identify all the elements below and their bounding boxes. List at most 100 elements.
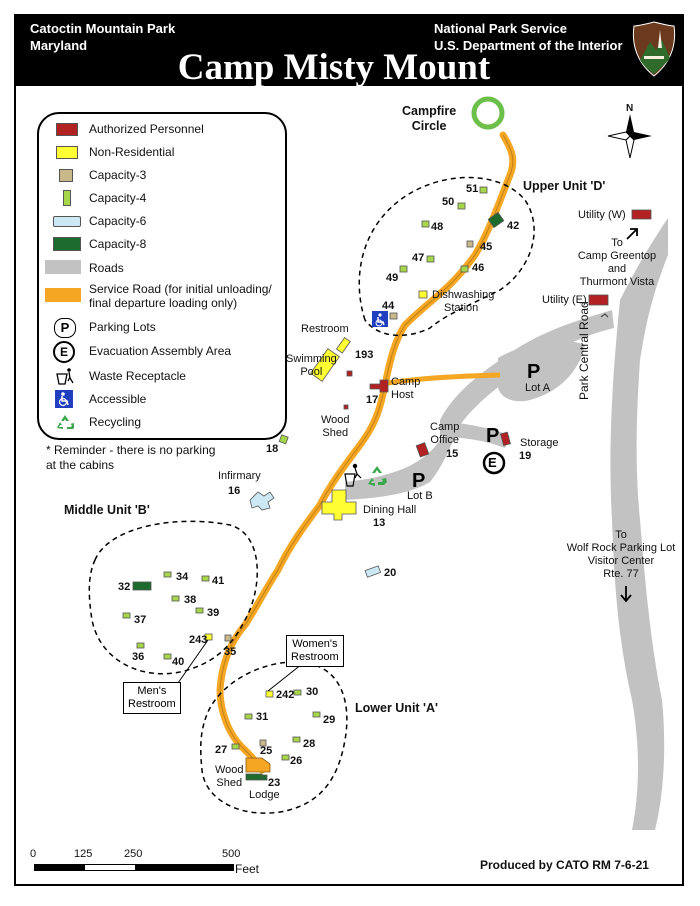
dishwashing-line1: Dishwashing — [432, 289, 495, 301]
red-rect-icon — [56, 123, 78, 136]
upper-unit-boundary — [358, 176, 535, 337]
yellow-rect-icon — [56, 146, 78, 159]
cabin-number: 34 — [176, 571, 189, 583]
lot-a-label: Lot A — [525, 382, 551, 394]
camp-office-label: Camp Office — [430, 421, 459, 447]
swimming-pool — [310, 348, 340, 382]
nps-arrowhead-logo — [632, 21, 676, 77]
legend-label: Capacity-3 — [89, 168, 147, 182]
cabin-number: 28 — [303, 738, 316, 750]
cabin-number: 36 — [132, 651, 145, 663]
dark-green-rect-icon — [53, 237, 81, 251]
green-narrow-rect-icon — [63, 190, 71, 206]
cabin-18 — [278, 434, 289, 445]
lot-a-area — [497, 340, 585, 402]
utility-e-building — [588, 294, 609, 306]
unit-boundaries — [88, 176, 535, 814]
wood-shed-lower-line2: Shed — [216, 777, 243, 789]
womens-restroom-line1: Women's — [292, 638, 338, 650]
legend-label: Recycling — [89, 415, 142, 429]
infirmary-label: Infirmary — [218, 470, 261, 482]
scale-segment — [35, 865, 85, 870]
arrow-to-wolf-rock — [620, 586, 632, 603]
legend-label: Waste Receptacle — [89, 369, 186, 383]
cabin-number: 37 — [134, 614, 147, 626]
storage-label: Storage — [520, 437, 559, 449]
wolf-rock-line4: Rte. 77 — [603, 568, 639, 580]
cabin-50 — [457, 202, 466, 210]
recycle-icon — [57, 415, 74, 429]
map-title: Camp Misty Mount — [177, 47, 491, 88]
pool-line1: Swimming — [286, 353, 337, 365]
legend-note-line1: * Reminder - there is no parking — [46, 443, 216, 457]
middle-unit-boundary — [88, 520, 258, 675]
restroom-193 — [335, 336, 351, 354]
evacuation-icon: E — [53, 341, 75, 363]
cabin-number: 48 — [431, 221, 444, 233]
cabin-number: 47 — [412, 252, 425, 264]
scale-segment — [135, 865, 233, 870]
service-road-outline — [219, 134, 514, 771]
gate-mark — [600, 313, 609, 318]
womens-restroom-leader — [267, 663, 303, 692]
cabin-number: 44 — [382, 300, 395, 312]
cabin-39 — [195, 607, 204, 614]
lot-b-road — [345, 428, 458, 500]
camp-host-line2: Host — [391, 389, 414, 401]
wood-shed-upper-label: Wood Shed — [321, 414, 350, 440]
park-name: Catoctin Mountain Park Maryland — [30, 20, 175, 54]
legend-label: Capacity-4 — [89, 191, 147, 205]
cabin-number: 13 — [373, 517, 386, 529]
legend-item-authorized: Authorized Personnel — [39, 120, 279, 140]
cabin-number: 35 — [224, 646, 237, 658]
trash-icon — [344, 463, 362, 487]
camp-host-line1: Camp — [391, 376, 421, 388]
dishwashing-label: Dishwashing Station — [432, 289, 494, 315]
lodge-label: Lodge — [249, 789, 280, 801]
camp-host — [369, 379, 389, 393]
cabin-number: 26 — [290, 755, 303, 767]
campfire-circle-ring — [471, 96, 505, 130]
wolf-rock-line3: Visitor Center — [587, 555, 655, 567]
cabin-44 — [389, 312, 398, 320]
legend-item-service-road: Service Road (for initial unloading/ fin… — [39, 280, 279, 314]
cabin-38 — [171, 595, 180, 602]
cabin-number: 41 — [212, 575, 225, 587]
womens-restroom-callout: Women's Restroom — [286, 635, 344, 667]
legend-item-capacity-3: Capacity-3 — [39, 166, 279, 186]
legend-label: Parking Lots — [89, 320, 156, 334]
legend-item-non-residential: Non-Residential — [39, 143, 279, 163]
dining-hall-label: Dining Hall — [363, 504, 417, 516]
dining-hall — [321, 489, 357, 521]
legend-label: Authorized Personnel — [89, 122, 204, 136]
wood-shed-lower-label: Wood Shed — [215, 764, 244, 790]
cabin-45 — [466, 240, 474, 248]
cabin-number: 242 — [276, 689, 295, 701]
cabin-number: 46 — [472, 262, 485, 274]
cabin-20 — [364, 565, 382, 578]
utility-w-building — [631, 209, 652, 220]
cabin-32 — [132, 581, 152, 591]
park-central-road — [610, 218, 668, 830]
cabin-number: 38 — [184, 594, 197, 606]
scale-tick-125: 125 — [74, 848, 93, 860]
evacuation-letter: E — [488, 455, 497, 470]
swimming-pool-label: Swimming Pool — [286, 353, 337, 379]
legend-note: * Reminder - there is no parking at the … — [46, 443, 215, 473]
cabin-number: 50 — [442, 196, 455, 208]
roads — [345, 218, 668, 830]
wheelchair-icon — [372, 311, 388, 327]
north-arrow — [607, 114, 652, 159]
lot-b-parking-icon: P — [412, 470, 426, 492]
grey-band-icon — [45, 260, 81, 274]
legend-item-recycling: Recycling — [39, 413, 279, 433]
womens-restroom-line2: Restroom — [291, 651, 339, 663]
tan-rect-icon — [59, 169, 73, 182]
cabin-number: 42 — [507, 220, 520, 232]
mens-restroom-243 — [204, 633, 213, 641]
cabin-28 — [292, 736, 301, 743]
legend-label-line2: final departure loading only) — [89, 296, 238, 310]
blue-rect-icon — [53, 216, 81, 227]
dishwashing-station — [418, 290, 428, 299]
